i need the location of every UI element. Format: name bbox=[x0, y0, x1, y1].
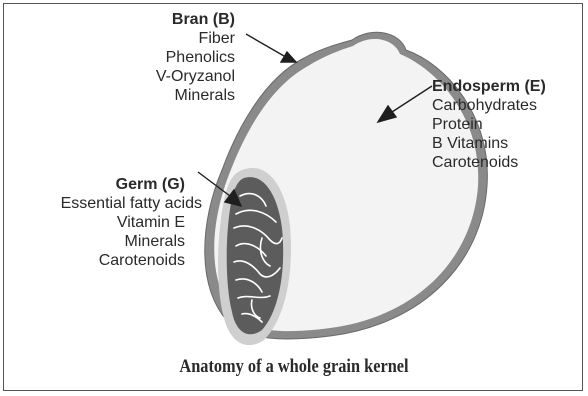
germ-heading: Germ (G) bbox=[61, 175, 185, 194]
figure-caption: Anatomy of a whole grain kernel bbox=[41, 356, 547, 378]
germ-item: Minerals bbox=[61, 232, 185, 251]
endosperm-item: B Vitamins bbox=[432, 134, 546, 153]
germ-item: Carotenoids bbox=[61, 251, 185, 270]
endosperm-label: Endosperm (E) Carbohydrates Protein B Vi… bbox=[432, 77, 546, 172]
endosperm-heading: Endosperm (E) bbox=[432, 77, 546, 96]
bran-arrowhead bbox=[281, 52, 296, 62]
endosperm-item: Carbohydrates bbox=[432, 96, 546, 115]
bran-item: Phenolics bbox=[156, 48, 235, 67]
germ-item: Vitamin E bbox=[61, 213, 185, 232]
germ-item: Essential fatty acids bbox=[61, 194, 202, 213]
bran-label: Bran (B) Fiber Phenolics V-Oryzanol Mine… bbox=[156, 10, 235, 105]
endosperm-item: Protein bbox=[432, 115, 546, 134]
bran-heading: Bran (B) bbox=[156, 10, 235, 29]
germ-label: Germ (G) Essential fatty acids Vitamin E… bbox=[61, 175, 185, 270]
bran-item: V-Oryzanol bbox=[156, 67, 235, 86]
bran-item: Fiber bbox=[156, 29, 235, 48]
bran-item: Minerals bbox=[156, 86, 235, 105]
bran-pointer-line bbox=[246, 34, 284, 56]
endosperm-item: Carotenoids bbox=[432, 153, 546, 172]
